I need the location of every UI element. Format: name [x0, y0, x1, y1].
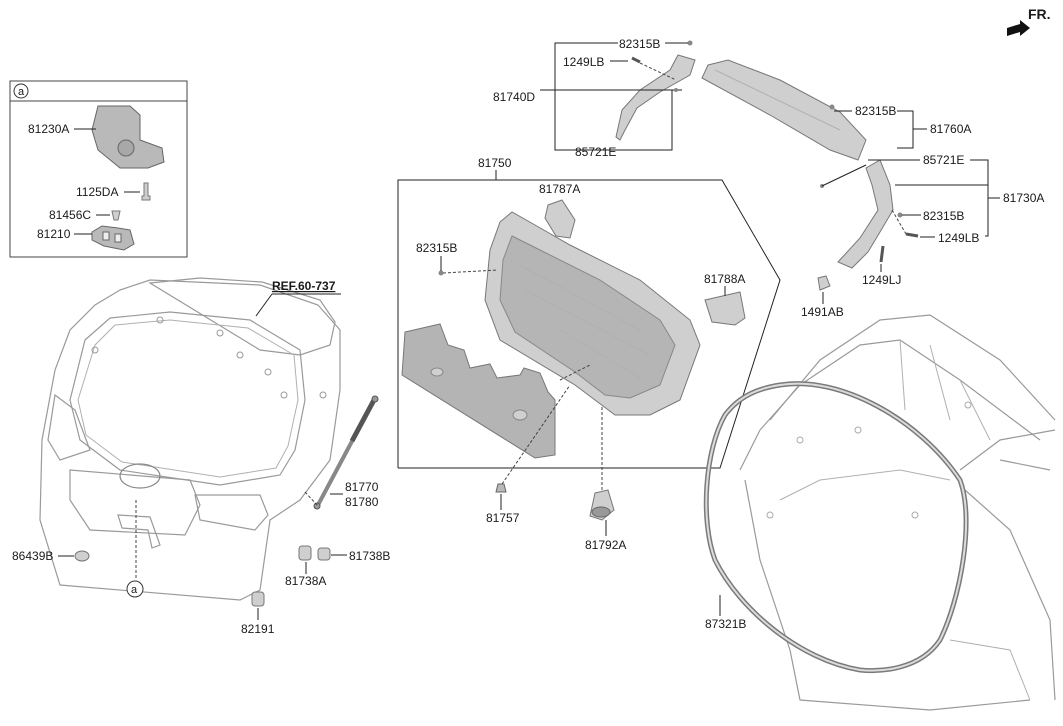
label-81770: 81770 — [345, 480, 379, 494]
latch-actuator-81230A — [91, 105, 165, 169]
clip-81757: 81757 — [486, 384, 571, 525]
label-1491AB: 1491AB — [801, 305, 844, 319]
label-1249LJ: 1249LJ — [862, 273, 901, 287]
label-81230A: 81230A — [28, 122, 69, 136]
label-81750: 81750 — [478, 156, 512, 170]
front-direction-indicator: FR. — [1007, 6, 1051, 36]
callout-a: a — [126, 500, 144, 598]
label-81788A: 81788A — [704, 272, 745, 286]
label-86439B: 86439B — [12, 549, 53, 563]
right-pillar-group: 85721E 81730A 82315B 1249LB 1249LJ 1491A… — [801, 153, 1044, 319]
label-1249LB-left: 1249LB — [563, 55, 604, 69]
vehicle-body-outline — [739, 314, 1056, 711]
label-81738B: 81738B — [349, 549, 390, 563]
ref-label: REF.60-737 — [272, 279, 336, 293]
label-85721E-left: 85721E — [575, 145, 616, 159]
upper-garnish-group: 82315B 1249LB 81740D 85721E 82315B 81760… — [493, 37, 971, 161]
insulation-pad — [401, 323, 556, 459]
label-82315B-right: 82315B — [923, 209, 964, 223]
front-arrow-icon — [1007, 20, 1030, 36]
bracket-81788A — [704, 291, 746, 326]
inset-marker: a — [18, 86, 25, 98]
bolt-1125DA — [141, 182, 151, 201]
label-82315B-top: 82315B — [619, 37, 660, 51]
clip-81456C — [111, 210, 121, 221]
label-81730A: 81730A — [1003, 191, 1044, 205]
label-81456C: 81456C — [49, 208, 91, 222]
fr-label: FR. — [1028, 6, 1051, 22]
label-1125DA: 1125DA — [76, 185, 118, 199]
label-1249LB-right: 1249LB — [938, 231, 979, 245]
label-81760A: 81760A — [930, 122, 971, 136]
label-87321B: 87321B — [705, 617, 746, 631]
header-garnish-81760A — [701, 59, 867, 161]
pillar-trim-81740D — [615, 54, 696, 141]
label-81792A: 81792A — [585, 538, 626, 552]
bracket-81787A — [544, 199, 576, 239]
bumpers-81738: 81738A 81738B — [285, 545, 390, 588]
tailgate-assembly — [39, 277, 341, 601]
trim-panel-group: 81750 81787A 82315B 81788A — [397, 156, 781, 469]
label-82315B-panel: 82315B — [416, 241, 457, 255]
label-81787A: 81787A — [539, 182, 580, 196]
label-85721E-right: 85721E — [923, 153, 964, 167]
label-82191: 82191 — [241, 622, 275, 636]
stopper-82191 — [251, 591, 265, 607]
label-81740D: 81740D — [493, 90, 535, 104]
label-81738A: 81738A — [285, 574, 326, 588]
pillar-trim-81730A — [837, 159, 894, 269]
callout-a-text: a — [131, 584, 138, 596]
label-81210: 81210 — [37, 227, 71, 241]
label-82315B-mid: 82315B — [855, 104, 896, 118]
inset-detail-a: a 81230A 1125DA 81456C 81210 — [9, 80, 188, 258]
label-81780: 81780 — [345, 495, 379, 509]
gas-strut: 81770 81780 — [304, 395, 379, 510]
cap-86439B — [74, 550, 90, 562]
latch-81210 — [91, 225, 135, 251]
handle-81792A: 81792A — [585, 405, 626, 552]
label-81757: 81757 — [486, 511, 520, 525]
